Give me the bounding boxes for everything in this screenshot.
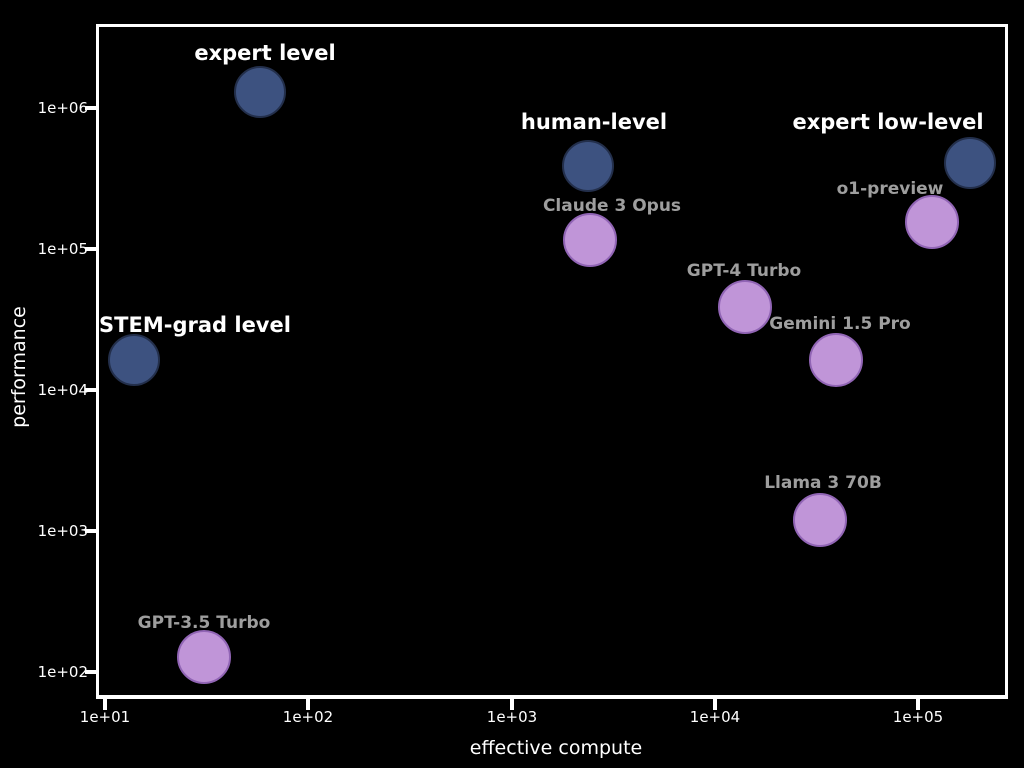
plot-spine-top	[96, 24, 1008, 27]
x-tick-mark-3	[713, 699, 717, 710]
data-point-gpt-4-turbo	[718, 280, 772, 334]
data-point-expert-low-level	[944, 137, 996, 189]
x-tick-label-2: 1e+03	[486, 708, 538, 726]
y-tick-mark-0	[85, 106, 96, 110]
plot-spine-bottom	[96, 695, 1008, 699]
data-point-stem-grad-level	[108, 334, 160, 386]
y-tick-mark-2	[85, 388, 96, 392]
x-tick-label-4: 1e+05	[892, 708, 944, 726]
point-label-expert-level: expert level	[194, 41, 336, 65]
x-tick-mark-1	[306, 699, 310, 710]
y-tick-label-4: 1e+02	[37, 663, 88, 681]
data-point-o1-preview	[905, 195, 959, 249]
point-label-gemini-1-5-pro: Gemini 1.5 Pro	[769, 314, 911, 334]
y-tick-mark-1	[85, 247, 96, 251]
y-axis-label: performance	[8, 306, 30, 428]
y-tick-label-1: 1e+05	[37, 240, 88, 258]
point-label-expert-low-level: expert low-level	[792, 110, 984, 134]
point-label-claude-3-opus: Claude 3 Opus	[542, 196, 682, 216]
point-label-o1-preview: o1-preview	[836, 179, 944, 199]
y-tick-mark-3	[85, 529, 96, 533]
data-point-human-level	[562, 140, 614, 192]
data-point-llama-3-70b	[793, 493, 847, 547]
y-tick-mark-4	[85, 670, 96, 674]
x-tick-mark-4	[916, 699, 920, 710]
data-point-gpt-3-5-turbo	[177, 630, 231, 684]
x-tick-mark-2	[510, 699, 514, 710]
point-label-human-level: human-level	[520, 110, 668, 134]
y-tick-label-2: 1e+04	[37, 381, 88, 399]
plot-spine-right	[1005, 24, 1008, 695]
data-point-claude-3-opus	[563, 213, 617, 267]
y-tick-label-3: 1e+03	[37, 522, 88, 540]
data-point-gemini-1-5-pro	[809, 333, 863, 387]
x-tick-label-0: 1e+01	[79, 708, 131, 726]
point-label-gpt-4-turbo: GPT-4 Turbo	[686, 261, 802, 281]
y-tick-label-0: 1e+06	[37, 99, 88, 117]
x-tick-mark-0	[103, 699, 107, 710]
plot-spine-left	[96, 24, 99, 699]
point-label-gpt-3-5-turbo: GPT-3.5 Turbo	[137, 613, 271, 633]
x-tick-label-3: 1e+04	[689, 708, 741, 726]
x-axis-label: effective compute	[469, 737, 643, 759]
point-label-llama-3-70b: Llama 3 70B	[764, 473, 882, 493]
x-tick-label-1: 1e+02	[282, 708, 334, 726]
data-point-expert-level	[234, 66, 286, 118]
point-label-stem-grad-level: STEM-grad level	[99, 313, 291, 337]
